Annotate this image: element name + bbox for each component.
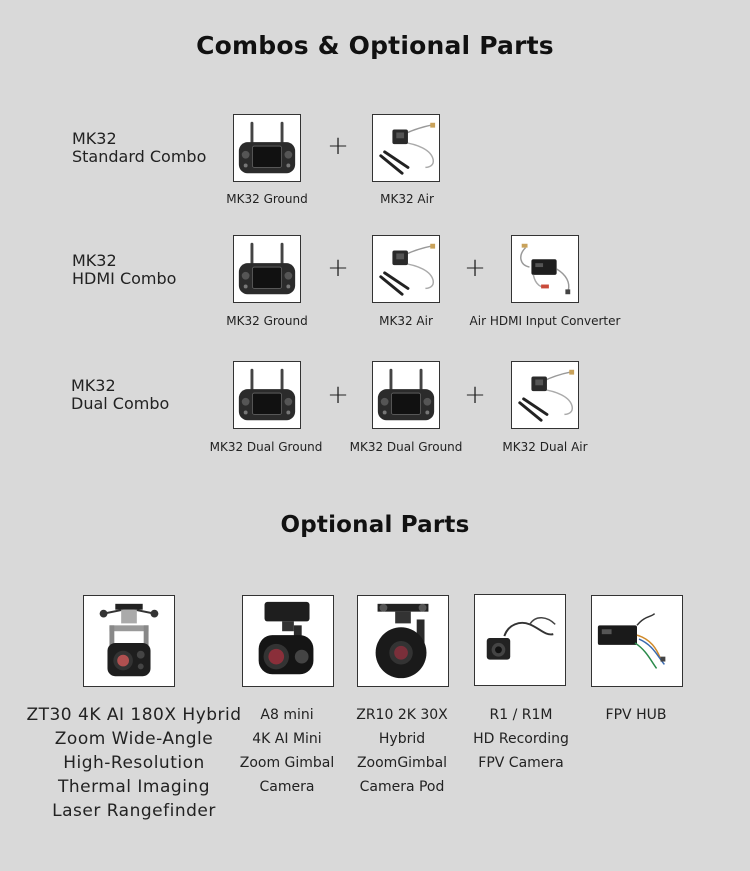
combo-name-dual: MK32 Dual Combo bbox=[71, 377, 169, 413]
mk32-ground-image bbox=[233, 114, 301, 182]
part-line: Camera bbox=[259, 779, 315, 795]
part-line: ZR10 2K 30X bbox=[356, 707, 448, 723]
part-line: ZT30 4K AI 180X Hybrid bbox=[26, 705, 242, 725]
part-line: FPV Camera bbox=[478, 755, 564, 771]
page-title: Combos & Optional Parts bbox=[196, 31, 554, 60]
part-line: R1 / R1M bbox=[489, 707, 553, 723]
air-unit-icon bbox=[512, 362, 578, 428]
part-line: 4K AI Mini bbox=[252, 731, 322, 747]
a8-mini-gimbal-icon bbox=[258, 601, 314, 675]
part-line: HD Recording bbox=[473, 731, 569, 747]
zr10-image bbox=[357, 595, 449, 687]
a8-mini-description: A8 mini 4K AI Mini Zoom Gimbal Camera bbox=[240, 703, 335, 799]
part-line: A8 mini bbox=[260, 707, 314, 723]
r1-camera-image bbox=[474, 594, 566, 686]
item-caption: MK32 Dual Air bbox=[502, 440, 588, 454]
optional-parts-title: Optional Parts bbox=[280, 512, 470, 538]
mk32-dual-ground-image bbox=[233, 361, 301, 429]
item-caption: MK32 Dual Ground bbox=[349, 440, 463, 454]
part-line: Camera Pod bbox=[359, 779, 445, 795]
fpv-hub-description: FPV HUB bbox=[606, 703, 667, 727]
item-caption: MK32 Air bbox=[379, 314, 433, 328]
item-caption: Air HDMI Input Converter bbox=[469, 314, 621, 328]
part-line: FPV HUB bbox=[605, 707, 667, 723]
combo-name-line1: MK32 bbox=[72, 129, 117, 148]
combo-name-standard: MK32 Standard Combo bbox=[72, 130, 206, 166]
part-line: Zoom Wide-Angle bbox=[54, 729, 214, 749]
ground-station-icon bbox=[373, 362, 439, 428]
ground-station-icon bbox=[234, 362, 300, 428]
fpv-camera-icon bbox=[486, 617, 556, 660]
plus-sign: + bbox=[327, 253, 349, 283]
mk32-dual-ground-image bbox=[372, 361, 440, 429]
part-line: Zoom Gimbal bbox=[239, 755, 335, 771]
part-line: ZoomGimbal bbox=[356, 755, 448, 771]
plus-sign: + bbox=[464, 380, 486, 410]
item-caption: MK32 Ground bbox=[226, 314, 308, 328]
combo-name-line1: MK32 bbox=[72, 251, 117, 270]
combo-name-line1: MK32 bbox=[71, 376, 116, 395]
fpv-hub-icon bbox=[597, 613, 666, 669]
ground-station-icon bbox=[234, 115, 300, 181]
combo-name-hdmi: MK32 HDMI Combo bbox=[72, 252, 176, 288]
hdmi-converter-icon bbox=[512, 236, 578, 302]
hdmi-converter-image bbox=[511, 235, 579, 303]
combo-name-line2: Dual Combo bbox=[71, 394, 170, 413]
plus-sign: + bbox=[327, 380, 349, 410]
part-line: Laser Rangefinder bbox=[52, 801, 216, 821]
mk32-air-image bbox=[372, 235, 440, 303]
item-caption: MK32 Air bbox=[380, 192, 434, 206]
r1-description: R1 / R1M HD Recording FPV Camera bbox=[473, 703, 569, 775]
mk32-dual-air-image bbox=[511, 361, 579, 429]
air-unit-icon bbox=[373, 236, 439, 302]
a8-mini-image bbox=[242, 595, 334, 687]
fpv-hub-image bbox=[591, 595, 683, 687]
combo-name-line2: HDMI Combo bbox=[72, 269, 177, 288]
ground-station-icon bbox=[234, 236, 300, 302]
item-caption: MK32 Dual Ground bbox=[209, 440, 323, 454]
part-line: Thermal Imaging bbox=[58, 777, 210, 797]
item-caption: MK32 Ground bbox=[226, 192, 308, 206]
mk32-air-image bbox=[372, 114, 440, 182]
zt30-image bbox=[83, 595, 175, 687]
combo-name-line2: Standard Combo bbox=[72, 147, 207, 166]
zt30-gimbal-icon bbox=[99, 603, 159, 677]
plus-sign: + bbox=[327, 131, 349, 161]
part-line: High-Resolution bbox=[63, 753, 205, 773]
zr10-gimbal-icon bbox=[375, 603, 429, 679]
mk32-ground-image bbox=[233, 235, 301, 303]
plus-sign: + bbox=[464, 253, 486, 283]
part-line: Hybrid bbox=[378, 731, 426, 747]
zt30-description: ZT30 4K AI 180X Hybrid Zoom Wide-Angle H… bbox=[26, 703, 241, 823]
air-unit-icon bbox=[373, 115, 439, 181]
zr10-description: ZR10 2K 30X Hybrid ZoomGimbal Camera Pod bbox=[356, 703, 448, 799]
